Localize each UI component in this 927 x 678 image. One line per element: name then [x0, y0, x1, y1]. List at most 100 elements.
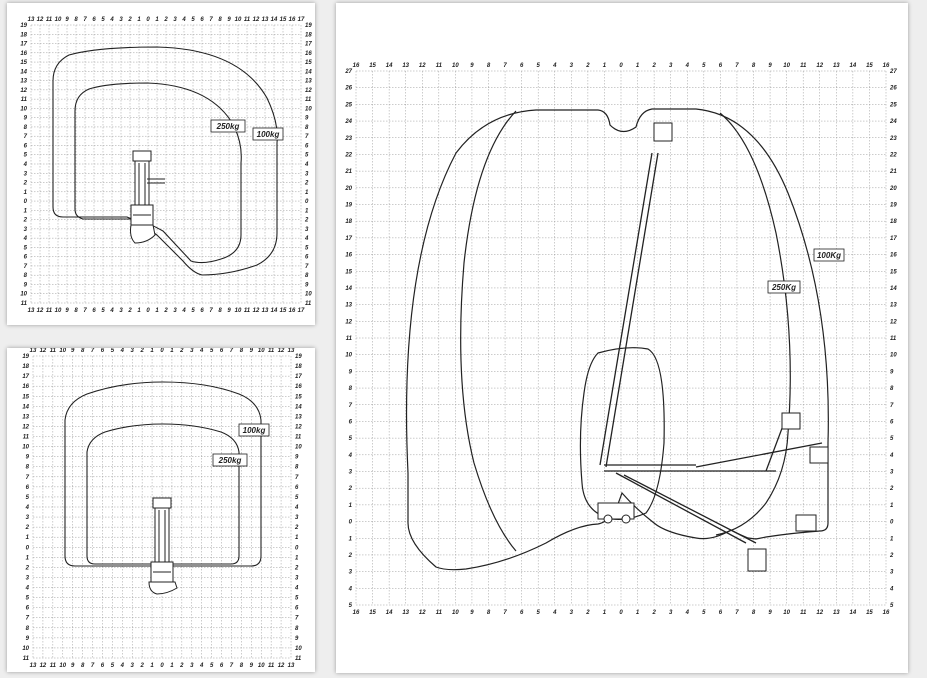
y-tick-label: 18	[22, 364, 29, 370]
y-tick-label: 6	[349, 419, 353, 425]
x-tick-label: 11	[50, 663, 57, 669]
y-tick-label: 2	[304, 181, 309, 187]
x-tick-label: 9	[71, 663, 75, 669]
x-tick-label: 4	[109, 308, 114, 314]
y-tick-label: 9	[24, 116, 28, 122]
x-tick-label: 2	[651, 63, 656, 69]
x-tick-label: 6	[92, 308, 96, 314]
y-tick-label: 9	[26, 636, 30, 642]
x-tick-label: 8	[74, 17, 78, 23]
x-tick-label: 3	[119, 17, 123, 23]
y-tick-label: 8	[305, 273, 309, 279]
y-tick-label: 2	[23, 218, 28, 224]
x-tick-label: 3	[173, 17, 177, 23]
y-tick-label: 10	[20, 292, 27, 298]
y-tick-label: 2	[889, 486, 894, 492]
x-tick-label: 2	[127, 17, 132, 23]
x-tick-label: 16	[883, 63, 890, 69]
y-tick-label: 7	[349, 403, 353, 409]
x-tick-label: 12	[419, 63, 426, 69]
y-tick-label: 3	[349, 570, 353, 576]
x-tick-label: 5	[111, 663, 115, 669]
x-tick-label: 13	[28, 308, 35, 314]
x-tick-label: 1	[170, 348, 174, 354]
x-tick-label: 2	[163, 308, 168, 314]
y-tick-label: 10	[295, 445, 302, 451]
y-tick-label: 1	[295, 555, 299, 561]
y-tick-label: 5	[24, 245, 28, 251]
x-tick-label: 8	[487, 610, 491, 616]
x-tick-label: 1	[603, 63, 607, 69]
y-tick-label: 16	[305, 51, 312, 57]
y-tick-label: 13	[305, 79, 312, 85]
x-tick-label: 9	[71, 348, 75, 354]
y-tick-label: 1	[24, 208, 28, 214]
x-tick-label: 13	[30, 663, 37, 669]
y-tick-label: 15	[20, 60, 27, 66]
y-tick-label: 10	[890, 353, 897, 359]
machine-top-view	[148, 497, 178, 595]
y-tick-label: 15	[305, 60, 312, 66]
y-tick-label: 7	[24, 264, 28, 270]
y-tick-label: 6	[305, 143, 309, 149]
y-tick-label: 15	[890, 269, 897, 275]
y-tick-label: 0	[349, 520, 353, 526]
y-tick-label: 5	[24, 153, 28, 159]
y-tick-label: 8	[24, 273, 28, 279]
x-tick-label: 10	[783, 63, 790, 69]
x-tick-label: 15	[369, 610, 376, 616]
x-tick-label: 13	[833, 610, 840, 616]
x-tick-label: 8	[218, 17, 222, 23]
svg-text:100Kg: 100Kg	[817, 251, 841, 260]
x-tick-label: 7	[209, 17, 213, 23]
x-tick-label: 3	[669, 610, 673, 616]
x-tick-label: 3	[119, 308, 123, 314]
y-tick-label: 5	[890, 603, 894, 609]
x-tick-label: 9	[227, 17, 231, 23]
x-tick-label: 10	[59, 348, 66, 354]
x-tick-label: 6	[200, 308, 204, 314]
y-axis-ticks-right: 2726252423222120191817161514131211109876…	[889, 69, 897, 609]
x-tick-label: 13	[288, 348, 295, 354]
y-tick-label: 5	[890, 436, 894, 442]
y-tick-label: 4	[23, 162, 28, 168]
x-tick-label: 0	[160, 663, 164, 669]
y-tick-label: 8	[295, 626, 299, 632]
envelope-250kg	[460, 110, 517, 552]
y-tick-label: 20	[344, 186, 352, 192]
y-tick-label: 18	[890, 219, 897, 225]
y-tick-label: 7	[295, 616, 299, 622]
y-tick-label: 1	[890, 536, 894, 542]
y-tick-label: 4	[23, 236, 28, 242]
y-tick-label: 3	[295, 575, 299, 581]
x-tick-label: 17	[298, 308, 305, 314]
x-tick-label: 10	[55, 17, 62, 23]
y-tick-label: 1	[295, 535, 299, 541]
y-tick-label: 1	[349, 536, 353, 542]
y-tick-label: 3	[295, 515, 299, 521]
y-tick-label: 10	[305, 106, 312, 112]
envelope-100kg	[405, 108, 829, 571]
x-tick-label: 16	[353, 610, 360, 616]
y-tick-label: 21	[889, 169, 897, 175]
x-tick-label: 15	[866, 63, 873, 69]
x-tick-label: 1	[150, 348, 154, 354]
y-axis-ticks-left: 2726252423222120191817161514131211109876…	[344, 69, 352, 609]
x-tick-label: 4	[109, 17, 114, 23]
machine-base	[597, 502, 635, 524]
grid	[30, 24, 302, 304]
x-tick-label: 10	[55, 308, 62, 314]
x-tick-label: 12	[253, 17, 260, 23]
envelope-250kg	[86, 423, 240, 565]
x-tick-label: 12	[37, 17, 44, 23]
x-tick-label: 10	[235, 17, 242, 23]
x-tick-label: 12	[253, 308, 260, 314]
x-tick-label: 2	[585, 610, 590, 616]
y-tick-label: 5	[295, 495, 299, 501]
x-tick-label: 10	[235, 308, 242, 314]
y-tick-label: 5	[26, 596, 30, 602]
x-tick-label: 5	[537, 610, 541, 616]
envelope-100kg	[64, 381, 262, 567]
